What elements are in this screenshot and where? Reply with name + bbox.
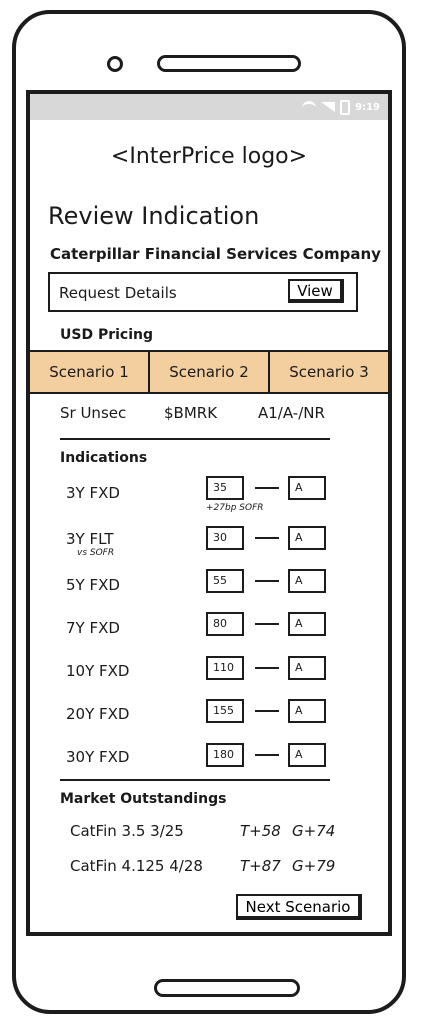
dash-divider	[255, 623, 279, 625]
home-button[interactable]	[154, 979, 300, 997]
app-logo: <InterPrice logo>	[110, 144, 308, 169]
market-bond-name: CatFin 4.125 4/28	[70, 857, 203, 875]
spread-note: +27bp SOFR	[206, 503, 264, 513]
spread-input[interactable]: 30	[206, 526, 244, 550]
spread-input[interactable]: 55	[206, 569, 244, 593]
grade-input[interactable]: A	[288, 569, 326, 593]
dash-divider	[255, 667, 279, 669]
indications-label: Indications	[60, 450, 148, 466]
spread-input[interactable]: 155	[206, 699, 244, 723]
request-details-panel: Request Details View	[48, 272, 358, 312]
spread-input[interactable]: 110	[206, 656, 244, 680]
dash-divider	[255, 710, 279, 712]
tenor-label: 20Y FXD	[66, 705, 130, 723]
signal-icon	[321, 102, 336, 112]
grade-input[interactable]: A	[288, 612, 326, 636]
tenor-note: vs SOFR	[77, 548, 115, 558]
market-t-spread: T+58	[240, 822, 281, 840]
spread-input[interactable]: 35	[206, 476, 244, 500]
divider	[60, 779, 330, 781]
market-g-spread: G+79	[292, 857, 336, 875]
market-outstandings-label: Market Outstandings	[60, 791, 227, 807]
grade-input[interactable]: A	[288, 699, 326, 723]
wifi-icon	[302, 101, 317, 113]
status-bar: 9:19	[30, 94, 388, 120]
view-button[interactable]: View	[288, 279, 344, 303]
tenor-label: 30Y FXD	[66, 748, 130, 766]
security-rating: A1/A-/NR	[258, 404, 325, 422]
security-benchmark: $BMRK	[164, 404, 218, 422]
security-type: Sr Unsec	[60, 404, 127, 422]
market-g-spread: G+74	[292, 822, 336, 840]
spread-input[interactable]: 180	[206, 743, 244, 767]
tenor-label: 3Y FXD	[66, 484, 120, 502]
divider	[60, 438, 330, 440]
tenor-label: 3Y FLT	[66, 530, 114, 548]
tenor-label: 5Y FXD	[66, 576, 120, 594]
dash-divider	[255, 487, 279, 489]
battery-icon	[340, 99, 351, 115]
next-scenario-button[interactable]: Next Scenario	[236, 894, 362, 920]
market-bond-name: CatFin 3.5 3/25	[70, 822, 184, 840]
grade-input[interactable]: A	[288, 526, 326, 550]
grade-input[interactable]: A	[288, 476, 326, 500]
request-details-label: Request Details	[59, 284, 177, 302]
phone-screen: 9:19 <InterPrice logo> Review Indication…	[26, 90, 392, 936]
company-name: Caterpillar Financial Services Company	[50, 245, 381, 263]
grade-input[interactable]: A	[288, 743, 326, 767]
usd-pricing-label: USD Pricing	[60, 327, 153, 343]
tenor-label: 10Y FXD	[66, 662, 130, 680]
speaker-grille	[157, 55, 301, 72]
status-time: 9:19	[355, 101, 380, 113]
page-title: Review Indication	[48, 202, 260, 230]
spread-input[interactable]: 80	[206, 612, 244, 636]
tab-scenario-1[interactable]: Scenario 1	[30, 352, 150, 392]
tenor-label: 7Y FXD	[66, 619, 120, 637]
tab-scenario-3[interactable]: Scenario 3	[289, 363, 369, 381]
dash-divider	[255, 754, 279, 756]
market-t-spread: T+87	[240, 857, 281, 875]
grade-input[interactable]: A	[288, 656, 326, 680]
tab-scenario-2[interactable]: Scenario 2	[150, 352, 270, 392]
scenario-tabs: Scenario 1 Scenario 2 Scenario 3	[30, 350, 388, 394]
dash-divider	[255, 537, 279, 539]
camera-icon	[107, 56, 123, 72]
dash-divider	[255, 580, 279, 582]
